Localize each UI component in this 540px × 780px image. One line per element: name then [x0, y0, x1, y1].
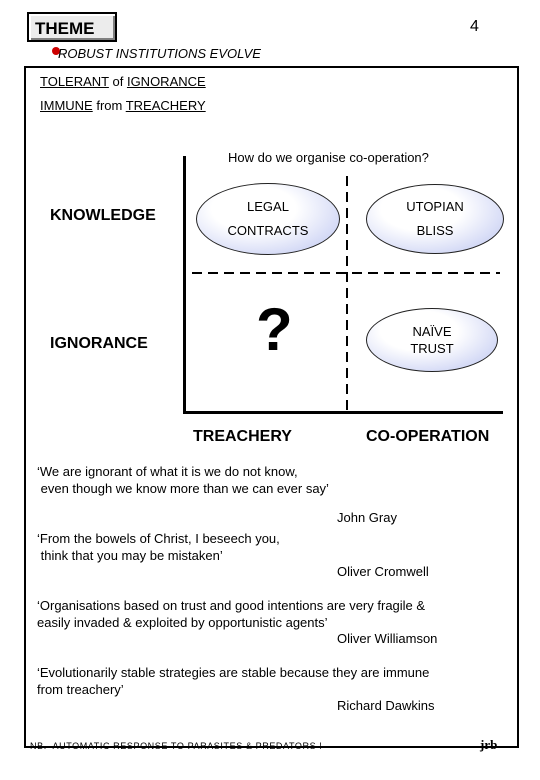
quote-gray: ‘We are ignorant of what it is we do not… [37, 463, 329, 497]
point-word: IMMUNE [40, 98, 93, 113]
cell-line: UTOPIAN [406, 199, 464, 214]
quote-author: Oliver Cromwell [337, 564, 429, 579]
question-mark: ? [256, 296, 293, 363]
point-immune: IMMUNE from TREACHERY [40, 98, 206, 113]
point-tolerant: TOLERANT of IGNORANCE [40, 74, 206, 89]
cell-line: LEGAL [247, 199, 289, 214]
x-axis [183, 411, 503, 414]
quote-williamson: ‘Organisations based on trust and good i… [37, 597, 425, 631]
theme-box: THEME [27, 12, 117, 42]
author-logo: jrb [480, 737, 498, 752]
diagram-question: How do we organise co-operation? [228, 150, 429, 165]
quote-line: ‘We are ignorant of what it is we do not… [37, 464, 298, 479]
quote-line: ‘Evolutionarily stable strategies are st… [37, 665, 430, 680]
point-word: IGNORANCE [126, 74, 206, 89]
ellipse-utopian-bliss: UTOPIAN BLISS [366, 184, 504, 254]
ellipse-legal-contracts: LEGAL CONTRACTS [196, 183, 340, 255]
quote-line: easily invaded & exploited by opportunis… [37, 615, 328, 630]
page-number: 4 [470, 18, 479, 35]
quote-dawkins: ‘Evolutionarily stable strategies are st… [37, 664, 429, 698]
quote-author: Oliver Williamson [337, 631, 438, 646]
theme-label: THEME [35, 19, 95, 38]
quote-author: John Gray [337, 510, 397, 525]
cell-line: TRUST [410, 341, 454, 356]
point-connector: from [92, 98, 126, 113]
row-label-ignorance: IGNORANCE [50, 335, 148, 352]
content-frame [24, 66, 519, 748]
quote-line: even though we know more than we can eve… [37, 481, 329, 496]
point-word: TOLERANT [40, 74, 109, 89]
column-label-cooperation: CO-OPERATION [366, 428, 490, 445]
quote-line: ‘Organisations based on trust and good i… [37, 598, 426, 613]
cell-line: NAÏVE [412, 324, 452, 339]
quote-line: ‘From the bowels of Christ, I beseech yo… [37, 531, 280, 546]
quote-author: Richard Dawkins [337, 698, 435, 713]
column-label-treachery: TREACHERY [193, 428, 292, 445]
cell-line: CONTRACTS [227, 223, 309, 238]
row-label-knowledge: KNOWLEDGE [50, 207, 156, 224]
ellipse-naive-trust: NAÏVE TRUST [366, 308, 498, 372]
point-connector: of [108, 74, 127, 89]
quote-line: from treachery’ [37, 682, 124, 697]
y-axis [183, 156, 186, 414]
point-word: TREACHERY [125, 98, 206, 113]
cell-line: BLISS [416, 223, 454, 238]
quote-cromwell: ‘From the bowels of Christ, I beseech yo… [37, 530, 280, 564]
bullet-icon [52, 47, 60, 55]
subtitle: ROBUST INSTITUTIONS EVOLVE [58, 46, 261, 61]
footer-note: NB. AUTOMATIC RESPONSE TO PARASITES & PR… [30, 741, 323, 751]
quote-line: think that you may be mistaken’ [37, 548, 223, 563]
